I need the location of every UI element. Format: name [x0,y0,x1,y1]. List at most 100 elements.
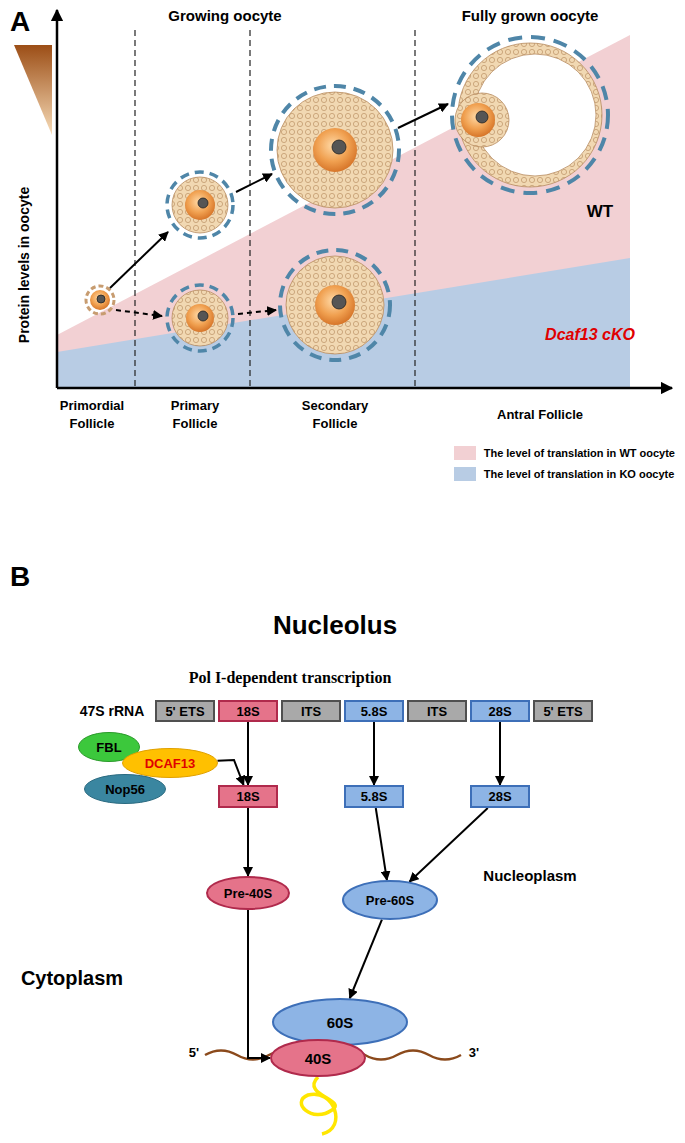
text-holder: Nucleolus [273,610,397,641]
pre-subunit: Pre-60S [342,880,438,920]
granulosa-layer [286,256,384,354]
strand-end: 3' [469,1045,479,1060]
panel-letter: B [10,561,30,592]
node-ellipse [343,881,437,919]
legend-swatch [454,467,476,481]
label-holder: Secondary Follicle [289,396,381,433]
stage-divider [134,30,135,388]
oocyte [461,103,495,137]
rrna-box: 18S [218,785,278,808]
oocyte-nucleus [332,295,346,309]
connector-arrow [247,808,249,876]
nucleolus-region: NucleolusPol I-dependent transcription 5'… [40,590,640,870]
pregranulosa-ring [86,286,114,314]
strand-end: 5' [189,1045,199,1060]
node-text: ITS [427,704,447,719]
stage-heading: Growing oocyte [168,7,281,24]
text-holder: Nucleoplasm [483,867,576,885]
node-text: 28S [488,704,511,719]
connector-arrow [499,722,501,785]
label-holder: Primary Follicle [153,396,237,433]
axis-category: Secondary Follicle [302,398,368,431]
region-label: Cytoplasm [21,967,123,989]
node-ellipse [41,591,640,870]
panel-letter: A [10,6,30,37]
x-axis [57,387,672,390]
connector-arrow [217,760,243,785]
text-holder: Pol I-dependent transcription [189,669,392,687]
impaired-growth-arrow [238,310,276,314]
process-label: Pol I-dependent transcription [189,669,392,686]
legend-text: The level of translation in WT oocyte [484,447,675,459]
stage-divider [414,30,415,388]
node-ellipse [207,877,289,909]
region-label: Nucleoplasm [483,867,576,884]
node-text: 40S [305,1050,332,1067]
granulosa-layer [172,290,228,346]
oocyte-nucleus [476,111,488,123]
connector-arrow [247,722,249,785]
oocyte [186,304,214,332]
node-text: ITS [301,704,321,719]
rrna-segment: ITS [281,700,341,722]
node-text: 60S [327,1014,354,1031]
group-label: WT [587,202,613,221]
pre-subunit: Pre-40S [206,876,290,910]
stage-divider [249,30,250,388]
oocyte-nucleus [332,140,346,154]
y-axis [56,10,59,388]
nascent-peptide [301,1077,336,1134]
wt-translation-region [57,35,630,388]
node-text: 28S [488,789,511,804]
node-text: Nop56 [105,782,145,797]
node-text: 5' ETS [165,704,204,719]
label-holder: Growing oocyte [168,7,281,25]
label-holder: Cytoplasm [21,967,123,990]
growth-arrow [398,104,448,128]
region-title: Nucleolus [273,610,397,640]
label-holder: B [10,561,30,593]
growth-arrow [110,232,168,288]
node-text: 5' ETS [543,704,582,719]
ribosome-subunit: 40S [270,1039,366,1077]
connector-arrow [350,920,382,999]
granulosa-layer [458,43,602,187]
rrna-segment: 5.8S [344,700,404,722]
node-text: 5.8S [361,704,388,719]
node-text: FBL [96,740,121,755]
theca-layer [167,172,233,238]
theca-layer [271,86,399,214]
connector-arrow [248,910,270,1058]
label-holder: Dcaf13 cKO [545,326,635,344]
axis-category: Primary Follicle [171,398,219,431]
rrna-segment: 5' ETS [155,700,215,722]
theca-layer [167,285,233,351]
legend-text: The level of translation in KO oocyte [484,468,675,480]
node-text: DCAF13 [145,756,196,771]
legend: The level of translation in WT oocyteThe… [454,446,675,488]
label-holder: 3' [469,1043,479,1061]
growth-arrow [236,174,272,192]
impaired-growth-arrow [116,310,162,316]
rrna-box: 5.8S [344,785,404,808]
node-ellipse [85,775,166,804]
protein-ellipse: DCAF13 [122,748,218,778]
rrna-box: 28S [470,785,530,808]
node-text: 5.8S [361,789,388,804]
oocyte [313,128,357,172]
oocyte-nucleus [198,198,208,208]
rrna-segment: 5' ETS [533,700,593,722]
theca-layer [452,37,608,193]
nucleus-region: NucleoplasmNucleolusPol I-dependent tran… [15,575,665,955]
node-ellipse [271,1040,365,1076]
rrna-segment: 18S [218,700,278,722]
rrna-segment: 28S [470,700,530,722]
connector-arrow [409,808,487,882]
label-holder: Primordial Follicle [50,396,134,433]
granulosa-layer [172,177,228,233]
label-holder: 47S rRNA [80,702,145,720]
label-holder: Antral Follicle [494,405,586,423]
node-ellipse [123,749,218,778]
label-holder: 5' [189,1043,199,1061]
connector-arrow [376,808,387,880]
